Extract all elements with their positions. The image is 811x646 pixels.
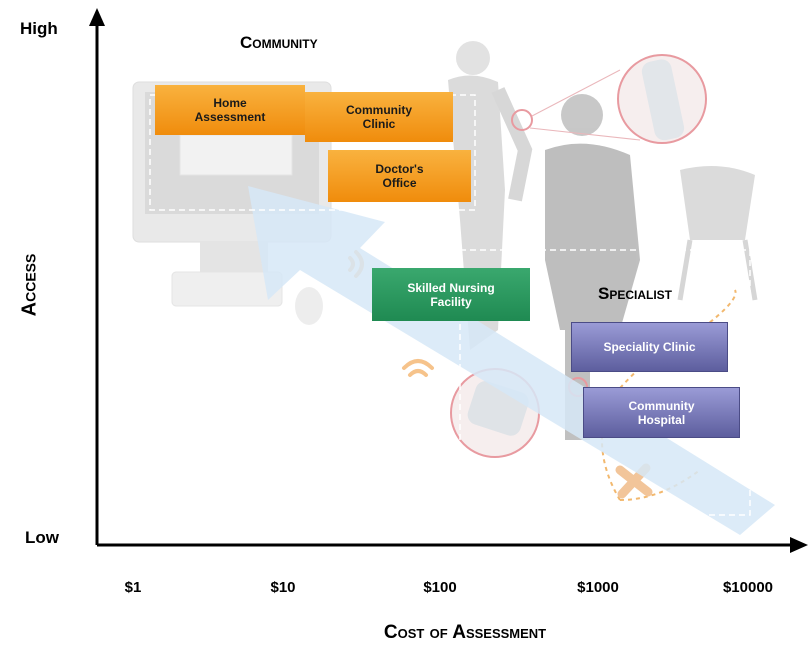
x-tick-label: $10000 [722, 579, 774, 596]
community-hospital-box: Community Hospital [583, 387, 740, 438]
x-tick-label: $100 [423, 579, 457, 596]
community-clinic-box: Community Clinic [305, 92, 453, 142]
home-assessment-box: Home Assessment [155, 85, 305, 135]
device-zoom-callout [511, 54, 707, 144]
y-axis-title: Access [18, 253, 41, 317]
specialist-region-label: Specialist [598, 284, 673, 303]
x-tick-label: $10 [270, 579, 296, 596]
axes [89, 8, 808, 553]
doctors-office-box: Doctor's Office [328, 150, 471, 202]
skilled-nursing-box: Skilled Nursing Facility [372, 268, 530, 321]
x-tick-label: $1000 [577, 579, 619, 596]
chair-illustration [677, 166, 758, 301]
y-axis-low-label: Low [25, 528, 59, 547]
x-tick-label: $1 [124, 579, 142, 596]
x-axis-title: Cost of Assessment [383, 622, 547, 643]
y-axis-high-label: High [20, 19, 58, 38]
community-region-label: Community [240, 33, 318, 52]
speciality-clinic-box: Speciality Clinic [571, 322, 728, 372]
